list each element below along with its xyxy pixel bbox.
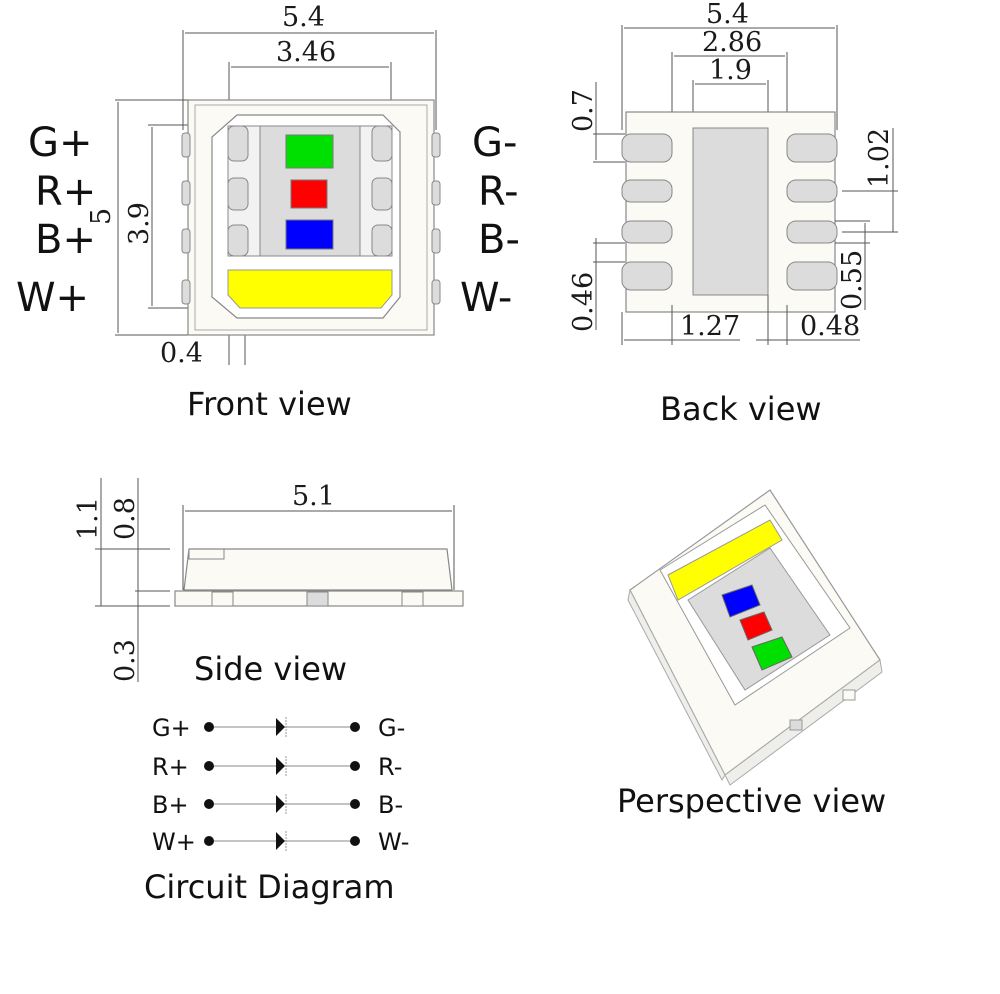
front-pin-right-2: B- xyxy=(478,217,520,263)
front-pin-left-2: B+ xyxy=(35,217,96,263)
back-center-pad xyxy=(692,127,769,296)
circuit-anode-node xyxy=(204,722,214,732)
dim-back-edge: 0.48 xyxy=(800,311,860,342)
perspective-view-caption: Perspective view xyxy=(617,782,886,820)
dim-back-width: 5.4 xyxy=(706,0,749,30)
perspective-view: Perspective view xyxy=(617,489,886,820)
circuit-caption: Circuit Diagram xyxy=(144,868,395,906)
perspective-green-chip xyxy=(751,636,793,671)
front-pin-right-0: G- xyxy=(472,120,517,166)
circuit-anode-label: R+ xyxy=(152,753,189,781)
dim-back-center-width: 1.9 xyxy=(709,55,752,86)
dim-side-base-height: 0.3 xyxy=(110,639,141,682)
circuit-row: R+ R- xyxy=(152,753,402,781)
circuit-anode-node xyxy=(204,761,214,771)
circuit-anode-label: G+ xyxy=(152,714,191,742)
front-pin-left-3: W+ xyxy=(16,275,89,321)
circuit-diagram: G+ G- R+ R- B+ B- W+ W- xyxy=(152,714,409,856)
front-pin-left-0: G+ xyxy=(28,120,93,166)
dim-back-pad-length: 1.27 xyxy=(680,311,740,342)
perspective-yellow-chip xyxy=(667,519,783,601)
circuit-anode-node xyxy=(204,799,214,809)
circuit-row: B+ B- xyxy=(152,791,403,819)
green-chip xyxy=(285,134,334,169)
led-diode-icon xyxy=(276,718,285,736)
circuit-anode-node xyxy=(204,836,214,846)
dim-back-pitch: 1.02 xyxy=(864,128,895,188)
circuit-cathode-label: R- xyxy=(378,753,402,781)
dim-front-inner-width: 3.46 xyxy=(276,37,336,68)
led-diode-icon xyxy=(276,832,285,850)
back-view: 5.4 2.86 1.9 0.7 0.46 1.02 0.55 xyxy=(568,0,898,428)
dim-front-width: 5.4 xyxy=(282,2,325,33)
front-pin-right-1: R- xyxy=(478,169,519,215)
circuit-anode-label: B+ xyxy=(152,791,189,819)
circuit-cathode-node xyxy=(350,722,360,732)
circuit-cathode-node xyxy=(350,799,360,809)
dim-front-inner-height: 3.9 xyxy=(124,202,155,245)
perspective-red-chip xyxy=(739,611,773,641)
dim-side-total-height: 1.1 xyxy=(73,497,104,540)
front-view-caption: Front view xyxy=(187,385,352,423)
led-diode-icon xyxy=(276,757,285,775)
side-view: 5.1 1.1 0.8 0.3 Side view xyxy=(73,478,464,688)
dim-back-pad-height: 0.7 xyxy=(568,89,599,132)
dim-front-height: 5 xyxy=(86,208,117,225)
circuit-cathode-node xyxy=(350,761,360,771)
perspective-blue-chip xyxy=(721,584,761,618)
side-view-caption: Side view xyxy=(194,650,347,688)
circuit-anode-label: W+ xyxy=(152,828,196,856)
front-pin-right-3: W- xyxy=(460,275,512,321)
front-view: 5.4 3.46 5 3.9 0.4 xyxy=(16,2,520,423)
circuit-cathode-label: W- xyxy=(378,828,409,856)
dim-back-pad-span: 2.86 xyxy=(702,27,762,58)
dim-front-offset: 0.4 xyxy=(160,338,203,369)
dim-back-gap-left: 0.46 xyxy=(568,272,599,332)
circuit-cathode-label: G- xyxy=(378,714,405,742)
side-body-top xyxy=(183,548,453,591)
blue-chip xyxy=(285,219,334,250)
white-chip-phosphor xyxy=(227,269,393,309)
dim-side-length: 5.1 xyxy=(292,481,335,512)
dim-back-gap: 0.55 xyxy=(837,250,868,310)
led-diode-icon xyxy=(276,795,285,813)
circuit-row: G+ G- xyxy=(152,714,405,742)
circuit-cathode-label: B- xyxy=(378,791,403,819)
circuit-row: W+ W- xyxy=(152,828,409,856)
red-chip xyxy=(290,179,328,209)
circuit-cathode-node xyxy=(350,836,360,846)
front-pin-left-1: R+ xyxy=(35,169,96,215)
dim-side-top-height: 0.8 xyxy=(110,497,141,540)
back-view-caption: Back view xyxy=(660,390,822,428)
